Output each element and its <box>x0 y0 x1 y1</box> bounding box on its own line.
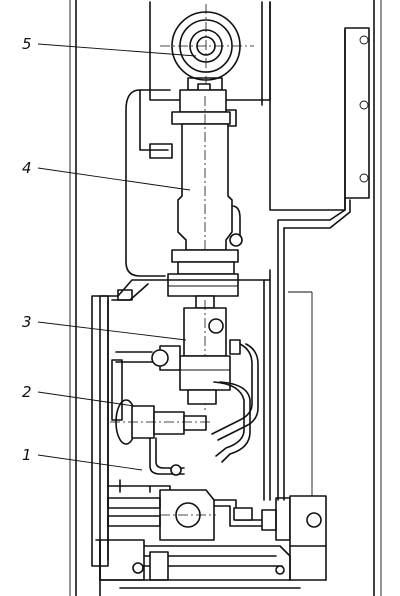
callout-2: 2 <box>22 383 32 401</box>
leader-5 <box>37 43 197 57</box>
leader-2 <box>37 391 135 407</box>
callouts: 5 4 3 2 1 <box>22 35 32 464</box>
drive-shaft <box>125 89 243 309</box>
pump-block <box>115 300 259 463</box>
leader-4 <box>37 167 191 191</box>
outer-frame <box>69 0 382 596</box>
leader-3 <box>37 321 187 341</box>
coupling-assembly <box>160 4 254 99</box>
leader-lines <box>37 43 197 471</box>
callout-1: 1 <box>22 446 32 464</box>
callout-3: 3 <box>22 313 32 331</box>
partition-walls <box>91 269 271 581</box>
leader-1 <box>37 454 143 471</box>
callout-4: 4 <box>22 159 32 177</box>
bottom-assembly <box>95 479 327 596</box>
callout-5: 5 <box>22 35 32 53</box>
cooler-unit <box>110 359 210 476</box>
